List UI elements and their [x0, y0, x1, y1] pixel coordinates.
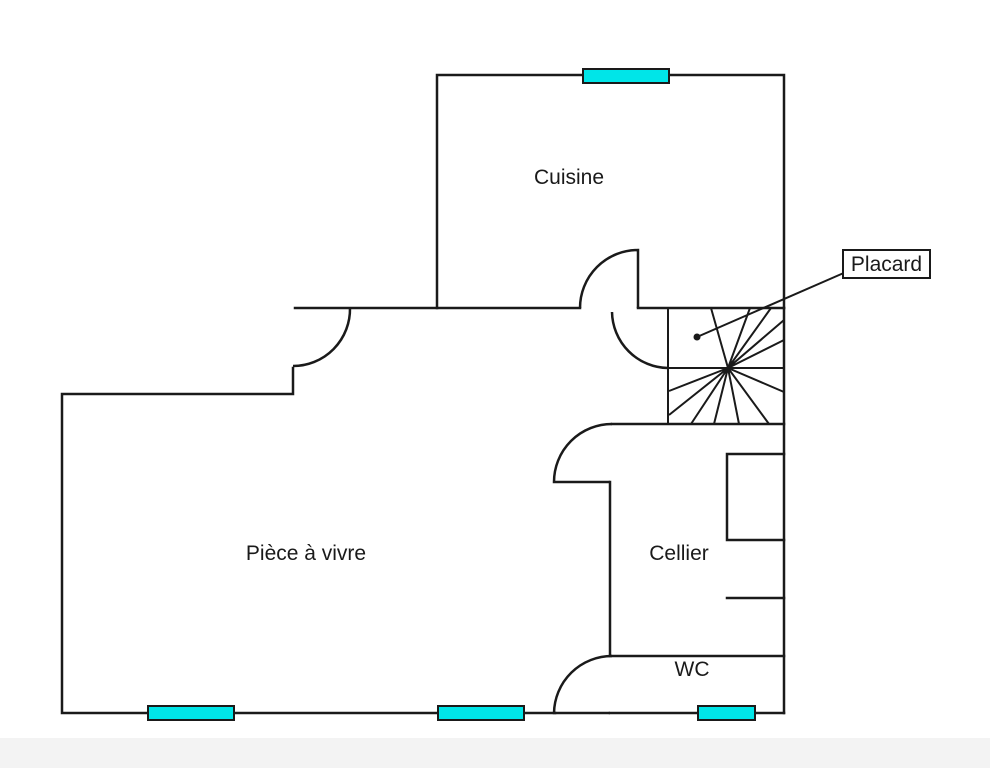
callout-leader — [696, 271, 847, 338]
window-living-east — [437, 705, 525, 721]
door-cellar[interactable] — [552, 422, 613, 484]
room-label-living: Pièce à vivre — [246, 542, 366, 565]
door-living-north[interactable] — [292, 307, 352, 368]
cellar-inner-wall — [725, 452, 786, 542]
callout-box — [842, 249, 931, 279]
placard-callout: Placard — [693, 249, 931, 341]
window-living-west — [147, 705, 235, 721]
door-kitchen[interactable] — [578, 248, 640, 309]
door-stair-side[interactable] — [610, 311, 669, 370]
callout-label-closet: Placard — [851, 253, 922, 276]
room-label-cellar: Cellier — [649, 542, 709, 565]
window-wc — [697, 705, 756, 721]
bottom-strip — [0, 738, 990, 768]
stair-treads — [668, 307, 785, 425]
living-outer-wall — [60, 366, 557, 715]
staircase — [667, 307, 785, 425]
room-label-kitchen: Cuisine — [534, 166, 604, 189]
walls — [60, 73, 786, 715]
room-label-wc: WC — [675, 658, 710, 681]
stair-box — [667, 307, 785, 425]
callout-dot — [693, 333, 701, 341]
door-wc[interactable] — [552, 654, 613, 715]
doors — [292, 248, 669, 715]
windows — [147, 68, 756, 721]
window-kitchen — [582, 68, 670, 84]
kitchen-walls — [435, 73, 786, 310]
